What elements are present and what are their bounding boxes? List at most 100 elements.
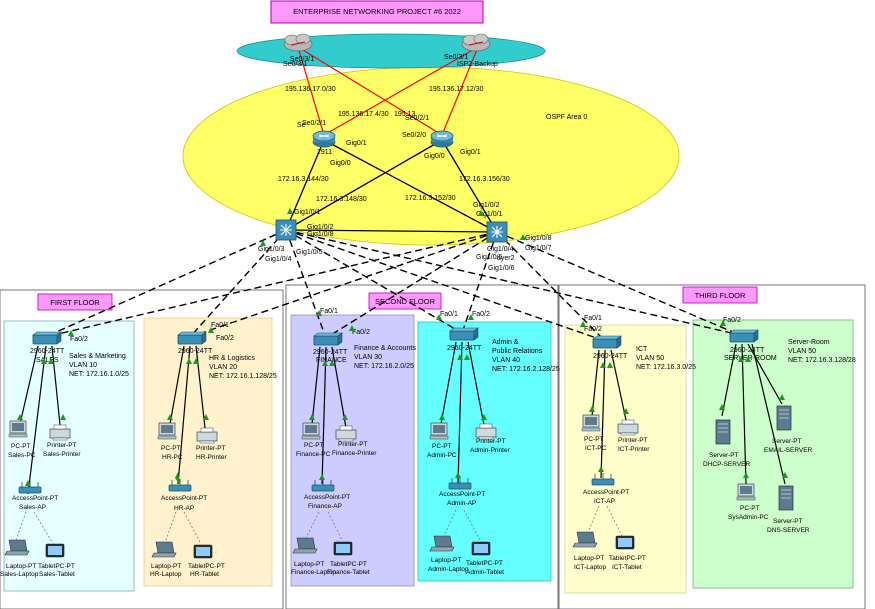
link-state-arrows: [17, 208, 788, 486]
dns-server-icon[interactable]: [778, 485, 794, 511]
sysadmin-pc-icon[interactable]: [736, 483, 756, 501]
finance-dept-name: Finance & Accounts: [354, 345, 416, 352]
sales-tablet-icon[interactable]: [45, 543, 65, 558]
hr-switch-icon[interactable]: [177, 331, 207, 345]
core1-port-8: Gig1/0/8: [307, 231, 334, 238]
admin-vlan: VLAN 40: [492, 357, 520, 364]
hr-tablet-icon[interactable]: [193, 544, 213, 559]
core2-port-7: Gig1/0/7: [525, 245, 552, 252]
second-floor-tag: [368, 292, 442, 310]
ict-net: NET: 172.16.3.0/25: [636, 364, 696, 371]
admin-ap-icon[interactable]: [448, 476, 472, 490]
hr-pc-name: HR-PC: [162, 454, 183, 461]
finance-tablet-name: Finance-Tablet: [327, 569, 370, 576]
ict-tablet-icon[interactable]: [615, 535, 635, 550]
core-switch-2-icon[interactable]: [486, 221, 508, 243]
server-switch-name: SERVER-ROOM: [724, 355, 777, 362]
core2-port-2: Gig1/0/2: [473, 202, 500, 209]
finance-switch-icon[interactable]: [313, 332, 343, 346]
ict-pc-type: PC-PT: [584, 436, 604, 443]
finance-printer-type: Printer-PT: [338, 441, 368, 448]
core-switch-1-icon[interactable]: [275, 219, 297, 241]
ict-laptop-type: Laptop-PT: [574, 555, 604, 562]
isp2-se-port: Se0/3/1: [444, 54, 468, 61]
finance-department: 2960-24TT FINANCE Fa0/1 Fa0/2 Finance & …: [291, 308, 416, 576]
server-net: NET: 172.16.3.128/28: [788, 357, 856, 364]
server-vlan: VLAN 50: [788, 348, 816, 355]
hr-ap-type: AccessPoint-PT: [161, 495, 207, 502]
finance-pc-type: PC-PT: [304, 442, 324, 449]
serial-links: [297, 46, 479, 136]
sales-pc-icon[interactable]: [8, 420, 28, 438]
router-1-gig00: Gig0/0: [330, 160, 351, 167]
first-floor-tag: [37, 293, 113, 311]
finance-net: NET: 172.16.2.0/25: [354, 363, 414, 370]
trunk-link: [461, 231, 498, 334]
wan-net-2: 195.136.17.4/30: [338, 111, 389, 118]
email-server-name: EMAIL-SERVER: [764, 447, 813, 454]
dns-server-name: DNS-SERVER: [767, 527, 810, 534]
finance-printer-name: Finance-Printer: [332, 450, 377, 457]
isp2-cloud-icon[interactable]: [461, 33, 491, 52]
server-switch-icon[interactable]: [729, 329, 759, 343]
page-title: ENTERPRISE NETWORKING PROJECT #6 2022: [293, 7, 461, 16]
ict-department: 2960-24TT Fa0/1 Fa0/2 ICT VLAN 50 NET: 1…: [572, 315, 696, 571]
router-2-icon[interactable]: [430, 130, 454, 148]
router-1-icon[interactable]: [312, 130, 336, 148]
wan-net-4: 195.136.17.12/30: [429, 86, 484, 93]
router-2-gig01: Gig0/1: [460, 149, 481, 156]
admin-pc-icon[interactable]: [429, 422, 449, 440]
admin-tablet-icon[interactable]: [471, 541, 491, 556]
second-floor-label: SECOND FLOOR: [375, 297, 436, 306]
hr-net: NET: 172.16.1.128/25: [209, 373, 277, 380]
sales-ap-icon[interactable]: [18, 480, 42, 494]
finance-switch-name: FINANCE: [316, 357, 347, 364]
finance-pc-name: Finance-PC: [296, 451, 331, 458]
core1-port-2: Gig1/0/2: [307, 224, 334, 231]
serial-link: [297, 46, 443, 136]
admin-ap-type: AccessPoint-PT: [439, 491, 485, 498]
hr-pc-icon[interactable]: [157, 422, 177, 440]
email-server-type: Server-PT: [772, 438, 802, 445]
finance-ap-icon[interactable]: [311, 478, 335, 492]
trunk-link: [496, 231, 606, 342]
isp1-cloud-icon[interactable]: [283, 33, 313, 52]
sales-department: 2960-24TT SALES Fa0/2 Sales & Marketing …: [0, 331, 129, 578]
core1-port-4: Gig1/0/4: [265, 256, 292, 263]
router-1-gig01: Gig0/1: [346, 140, 367, 147]
wan-net-1: 195.136.17.0/30: [285, 86, 336, 93]
admin-uplink-port-2: Fa0/2: [472, 311, 490, 318]
sales-printer-name: Sales-Printer: [43, 451, 81, 458]
router-1-serial-a: Se0/2/1: [302, 120, 326, 127]
sales-dept-name: Sales & Marketing: [69, 353, 126, 360]
uplinks: [285, 139, 498, 233]
ict-ap-icon[interactable]: [591, 472, 615, 486]
sales-tablet-type: TabletPC-PT: [38, 563, 75, 570]
ict-switch-icon[interactable]: [592, 335, 622, 349]
email-server-icon[interactable]: [776, 405, 792, 431]
finance-tablet-type: TabletPC-PT: [330, 561, 367, 568]
sales-vlan: VLAN 10: [69, 362, 97, 369]
ict-dept-name: ICT: [636, 346, 648, 353]
finance-tablet-icon[interactable]: [333, 541, 353, 556]
hr-switch-model: 2960-24TT: [178, 348, 213, 355]
admin-switch-model: 2960-24TT: [447, 345, 482, 352]
hr-ap-icon[interactable]: [168, 478, 192, 492]
sales-tablet-name: Sales-Tablet: [39, 571, 75, 578]
finance-pc-icon[interactable]: [301, 422, 321, 440]
ict-tablet-type: TabletPC-PT: [609, 555, 646, 562]
hr-uplink-port-1: Fa0/1: [211, 322, 229, 329]
sales-uplink-port: Fa0/2: [70, 336, 88, 343]
dhcp-server-icon[interactable]: [715, 419, 731, 445]
router-2-gig00: Gig0/0: [424, 153, 445, 160]
trunk-links: [44, 229, 741, 342]
sales-switch-icon[interactable]: [32, 331, 62, 345]
router-1-serial-b: Se: [297, 122, 306, 129]
server-room-department: 2960-24TT SERVER-ROOM Fa0/2 Server-Room …: [703, 317, 856, 534]
admin-dept-name: Admin &: [492, 339, 519, 346]
ict-pc-icon[interactable]: [581, 414, 601, 432]
first-floor-label: FIRST FLOOR: [50, 298, 100, 307]
ict-ap-name: ICT-AP: [594, 498, 615, 505]
admin-switch-icon[interactable]: [449, 327, 479, 341]
link-net-1: 172.16.3.144/30: [278, 176, 329, 183]
